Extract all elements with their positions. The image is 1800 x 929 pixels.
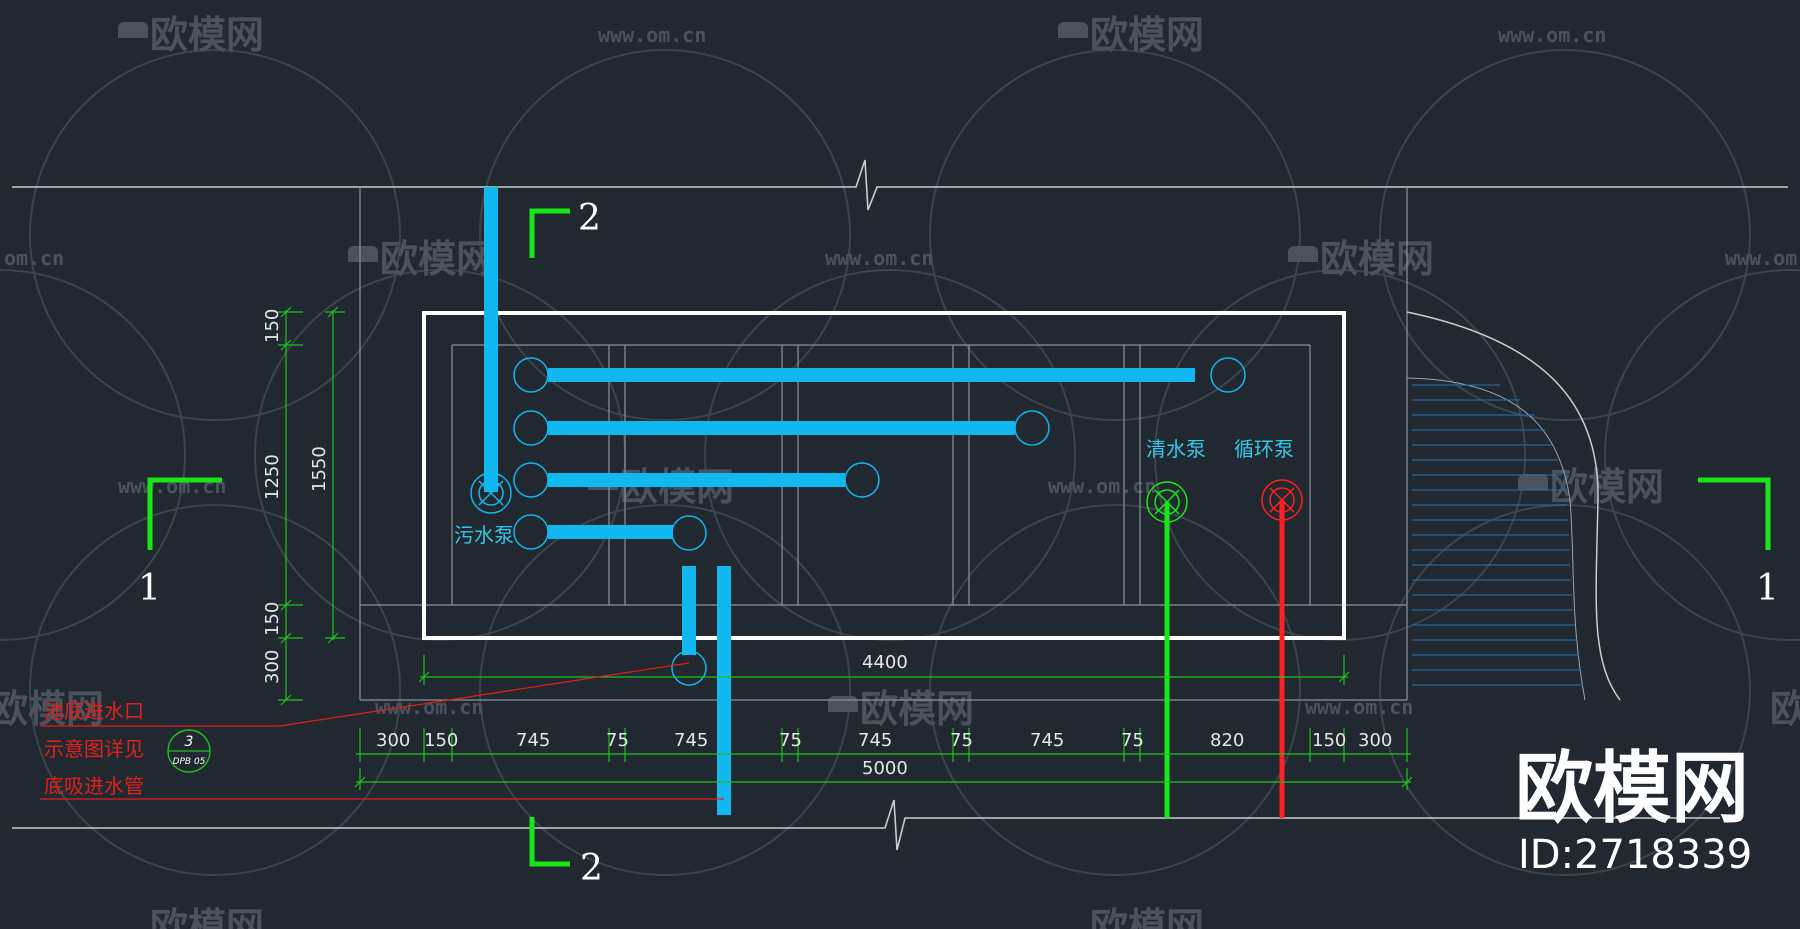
dim-chain-75-1: 75 — [606, 730, 629, 751]
watermark-url-fragment: om.cn — [4, 246, 64, 270]
vertical-dimension-lines — [278, 306, 345, 706]
watermark-logo: 欧模网 — [860, 687, 974, 731]
watermark-logo: 欧模网 — [150, 905, 264, 929]
dim-vertical-1250: 1250 — [262, 454, 283, 500]
brand-logo: 欧模网 — [1515, 744, 1749, 834]
detail-callout-number: 3 — [185, 734, 194, 750]
structure-grid — [359, 187, 1408, 701]
dim-chain-75-2: 75 — [779, 730, 802, 751]
horizontal-dimension-lines — [354, 655, 1413, 790]
dim-chain-150-left: 150 — [424, 730, 458, 751]
dim-chain-745-1: 745 — [516, 730, 550, 751]
dim-chain-300-right: 300 — [1358, 730, 1392, 751]
watermark-sofa-icon — [348, 246, 378, 262]
watermark-logo: 欧模网 — [1320, 237, 1434, 281]
dim-vertical-150-top: 150 — [262, 309, 283, 343]
watermark-sofa-icon — [1058, 22, 1088, 38]
section-1-right-number: 1 — [1756, 568, 1779, 609]
dim-chain-745-4: 745 — [1030, 730, 1064, 751]
sewage-pump-label: 污水泵 — [454, 523, 514, 547]
detail-callout-symbol: 3 DPB 05 — [167, 729, 211, 773]
watermark-logo: 欧模网 — [1770, 687, 1800, 731]
watermark-logo: 欧模网 — [1090, 905, 1204, 929]
watermark-logo: 欧模网 — [1090, 13, 1204, 57]
section-2-top-number: 2 — [578, 198, 601, 239]
watermark-url: www.om.cn — [825, 246, 933, 270]
note-suction-pipe-label: 底吸进水管 — [44, 774, 144, 798]
watermark-url: www.om.cn — [1305, 695, 1413, 719]
note-detail-reference: 示意图详见 — [44, 737, 144, 761]
detail-callout-sheet: DPB 05 — [173, 757, 206, 767]
section-2-bottom-number: 2 — [580, 848, 603, 889]
clear-water-pump-label: 清水泵 — [1146, 437, 1206, 461]
circulation-pump-label: 循环泵 — [1234, 437, 1294, 461]
dim-vertical-300: 300 — [262, 650, 283, 684]
sewage-pump-symbol — [470, 472, 512, 514]
watermark-logo: 欧模网 — [1550, 465, 1664, 509]
watermark-url: www.om.cn — [1498, 23, 1606, 47]
watermark-url: www.om.cn — [598, 23, 706, 47]
water-feature — [1406, 311, 1621, 701]
note-leaders — [40, 662, 724, 800]
watermark-url: www.om.cn — [1725, 246, 1800, 270]
equipment-pool-outline — [422, 311, 1346, 640]
dim-chain-820: 820 — [1210, 730, 1244, 751]
dim-chain-75-4: 75 — [1121, 730, 1144, 751]
dim-pool-width-4400: 4400 — [862, 652, 908, 673]
section-markers — [147, 208, 1771, 867]
watermark-logo: 欧模网 — [0, 687, 104, 731]
section-1-left-number: 1 — [138, 568, 161, 609]
dim-chain-150-right: 150 — [1312, 730, 1346, 751]
dim-chain-745-3: 745 — [858, 730, 892, 751]
top-break-line — [12, 159, 1788, 211]
note-inlet-label: 池底进水口 — [44, 699, 144, 723]
watermark-logo: 欧模网 — [380, 237, 494, 281]
brand-id: ID:2718339 — [1518, 832, 1752, 878]
watermark-logo: 欧模网 — [150, 13, 264, 57]
watermark-circles — [0, 49, 1800, 876]
watermark-url: www.om.cn — [375, 695, 483, 719]
wall-lines — [12, 159, 1788, 851]
watermark-sofa-icon — [828, 696, 858, 712]
dim-chain-745-2: 745 — [674, 730, 708, 751]
pipe-end-circles — [513, 357, 1246, 686]
dim-total-5000: 5000 — [862, 758, 908, 779]
watermark-sofa-icon — [1518, 474, 1548, 490]
dim-chain-300-left: 300 — [376, 730, 410, 751]
watermark-sofa-icon — [118, 22, 148, 38]
dim-vertical-150-bottom: 150 — [262, 602, 283, 636]
blue-pipes — [484, 187, 1195, 815]
watermark-sofa-icon — [1288, 246, 1318, 262]
watermark-url: www.om.cn — [1048, 474, 1156, 498]
bottom-break-line — [12, 799, 1720, 851]
dim-vertical-1550: 1550 — [309, 446, 330, 492]
dim-chain-75-3: 75 — [950, 730, 973, 751]
